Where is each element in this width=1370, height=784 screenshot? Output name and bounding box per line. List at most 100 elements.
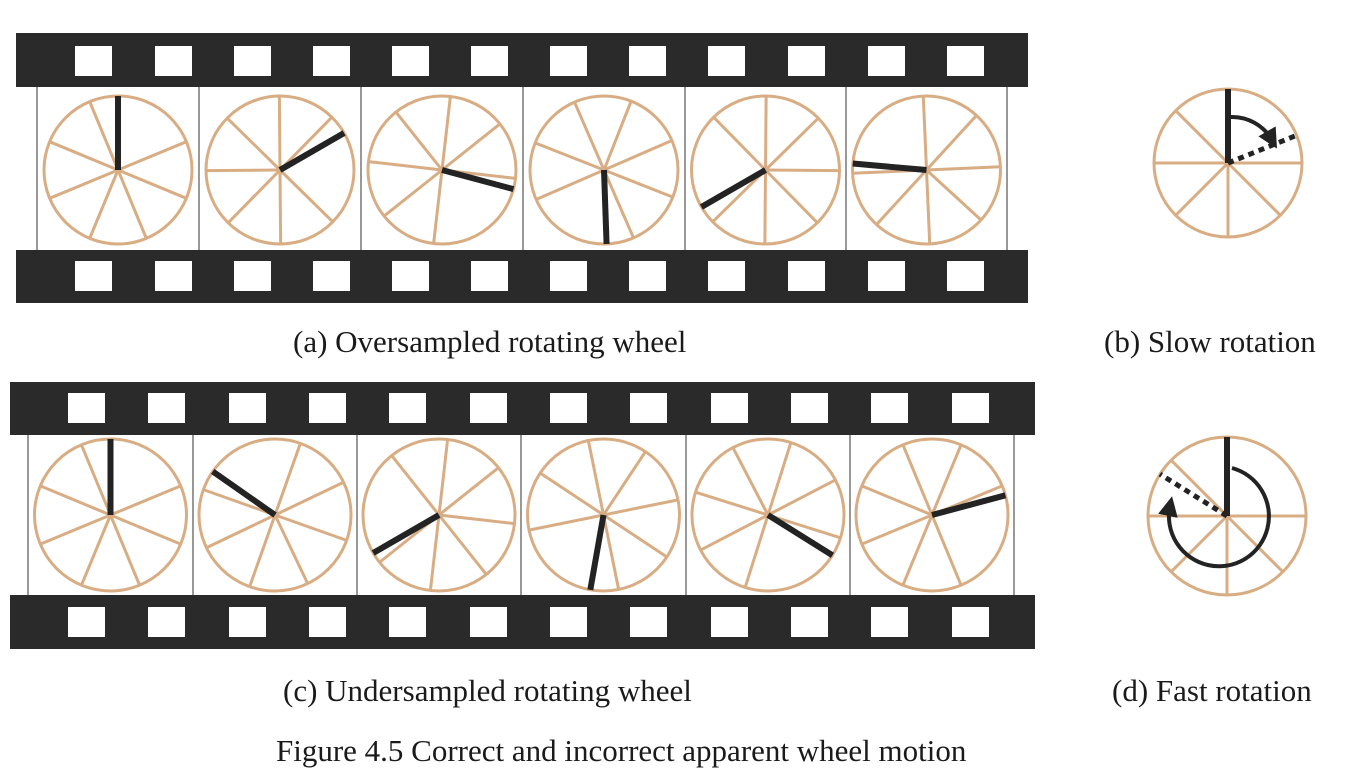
- wheel-spoke: [926, 165, 1001, 172]
- wheel-spoke: [901, 444, 934, 516]
- sprocket-hole: [75, 46, 112, 76]
- marked-spoke: [852, 160, 927, 173]
- wheel-spoke: [1170, 514, 1229, 573]
- figure-title: Figure 4.5 Correct and incorrect apparen…: [276, 733, 967, 768]
- sprocket-hole: [68, 393, 105, 423]
- film-strip-oversampled: [16, 33, 1028, 303]
- dotted-spoke: [1227, 132, 1298, 166]
- wheel-spoke: [227, 168, 282, 224]
- sprocket-hole: [630, 393, 667, 423]
- sprocket-hole: [392, 46, 429, 76]
- wheel-spoke: [274, 513, 348, 542]
- sprocket-hole: [711, 607, 748, 637]
- wheel-spoke: [764, 117, 820, 172]
- sprocket-hole: [550, 261, 587, 291]
- wheel-spoke: [441, 122, 501, 172]
- sprocket-hole: [234, 46, 271, 76]
- marked-spoke: [211, 468, 277, 518]
- sprocket-hole: [75, 261, 112, 291]
- sprocket-hole: [868, 261, 905, 291]
- wheel-spoke: [925, 114, 978, 172]
- wheel-spoke: [202, 488, 276, 517]
- sprocket-hole: [229, 393, 266, 423]
- sprocket-hole: [471, 261, 508, 291]
- sprocket-hole: [471, 46, 508, 76]
- wheel-spoke: [440, 96, 452, 171]
- caption-undersampled: (c) Undersampled rotating wheel: [283, 673, 692, 708]
- wheel-spoke: [603, 139, 673, 172]
- marked-spoke: [601, 169, 610, 245]
- sprocket-hole: [389, 607, 426, 637]
- rotation-arrow: [1229, 114, 1277, 149]
- wheel-spoke: [699, 513, 769, 552]
- wheel-spoke: [1174, 161, 1230, 217]
- wheel-spoke: [573, 101, 606, 171]
- marked-spoke: [931, 492, 1007, 518]
- wheel-spoke: [274, 480, 345, 517]
- wheel-spoke: [528, 513, 604, 532]
- wheel-spoke: [383, 168, 443, 218]
- wheel: [204, 94, 356, 246]
- wheel: [366, 94, 518, 246]
- sprocket-hole: [550, 607, 587, 637]
- wheel-spoke: [695, 490, 769, 517]
- sprocket-hole: [629, 46, 666, 76]
- sprocket-hole: [711, 393, 748, 423]
- sprocket-hole: [871, 607, 908, 637]
- wheel-spoke: [765, 168, 840, 173]
- sprocket-hole: [630, 607, 667, 637]
- rotation-arrow: [1158, 466, 1271, 569]
- wheel-spoke: [390, 454, 441, 516]
- marked-spoke: [587, 514, 607, 591]
- wheel-spoke: [117, 168, 187, 200]
- sprocket-hole: [947, 46, 984, 76]
- wheel-spoke: [205, 168, 281, 173]
- wheel-spoke: [766, 442, 793, 516]
- sprocket-hole: [234, 261, 271, 291]
- sprocket-hole: [229, 607, 266, 637]
- wheel-spoke: [438, 466, 500, 517]
- wheel-spoke: [278, 169, 283, 245]
- sprocket-hole: [791, 607, 828, 637]
- wheel-spoke: [534, 141, 605, 172]
- wheel-spoke: [731, 446, 770, 516]
- wheel-spoke: [437, 514, 488, 576]
- wheel: [528, 94, 680, 246]
- fast-rotation-wheel: [1146, 435, 1308, 597]
- wheel: [851, 94, 1002, 246]
- wheel-spoke: [109, 514, 141, 586]
- sprocket-hole: [470, 607, 507, 637]
- wheel: [690, 437, 846, 593]
- wheel-spoke: [88, 101, 120, 171]
- wheel-spoke: [586, 440, 605, 516]
- sprocket-hole: [155, 261, 192, 291]
- wheel-spoke: [602, 450, 647, 516]
- marked-spoke: [371, 512, 441, 556]
- wheel-spoke: [248, 514, 277, 588]
- sprocket-hole: [155, 46, 192, 76]
- wheel-rim: [690, 437, 846, 593]
- wheel-spoke: [539, 471, 605, 517]
- sprocket-hole: [550, 46, 587, 76]
- wheel-spoke: [602, 100, 633, 171]
- wheel-spoke: [930, 514, 963, 586]
- wheel-spoke: [428, 514, 441, 591]
- wheel-spoke: [432, 169, 444, 244]
- wheel-spoke: [278, 116, 333, 172]
- wheel-spoke: [861, 513, 933, 546]
- wheel: [690, 94, 841, 246]
- wheel-spoke: [116, 169, 148, 239]
- wheel-spoke: [603, 168, 674, 199]
- sprocket-hole: [788, 261, 825, 291]
- sprocket-hole: [629, 261, 666, 291]
- wheel-rim: [366, 94, 518, 246]
- sprocket-hole: [947, 261, 984, 291]
- wheel-spoke: [109, 513, 182, 546]
- sprocket-hole: [708, 261, 745, 291]
- sprocket-hole: [309, 393, 346, 423]
- wheel-rim: [851, 94, 1002, 246]
- sprocket-hole: [313, 46, 350, 76]
- wheel-spoke: [88, 169, 120, 239]
- wheel-rim: [361, 437, 517, 593]
- wheel: [361, 437, 517, 593]
